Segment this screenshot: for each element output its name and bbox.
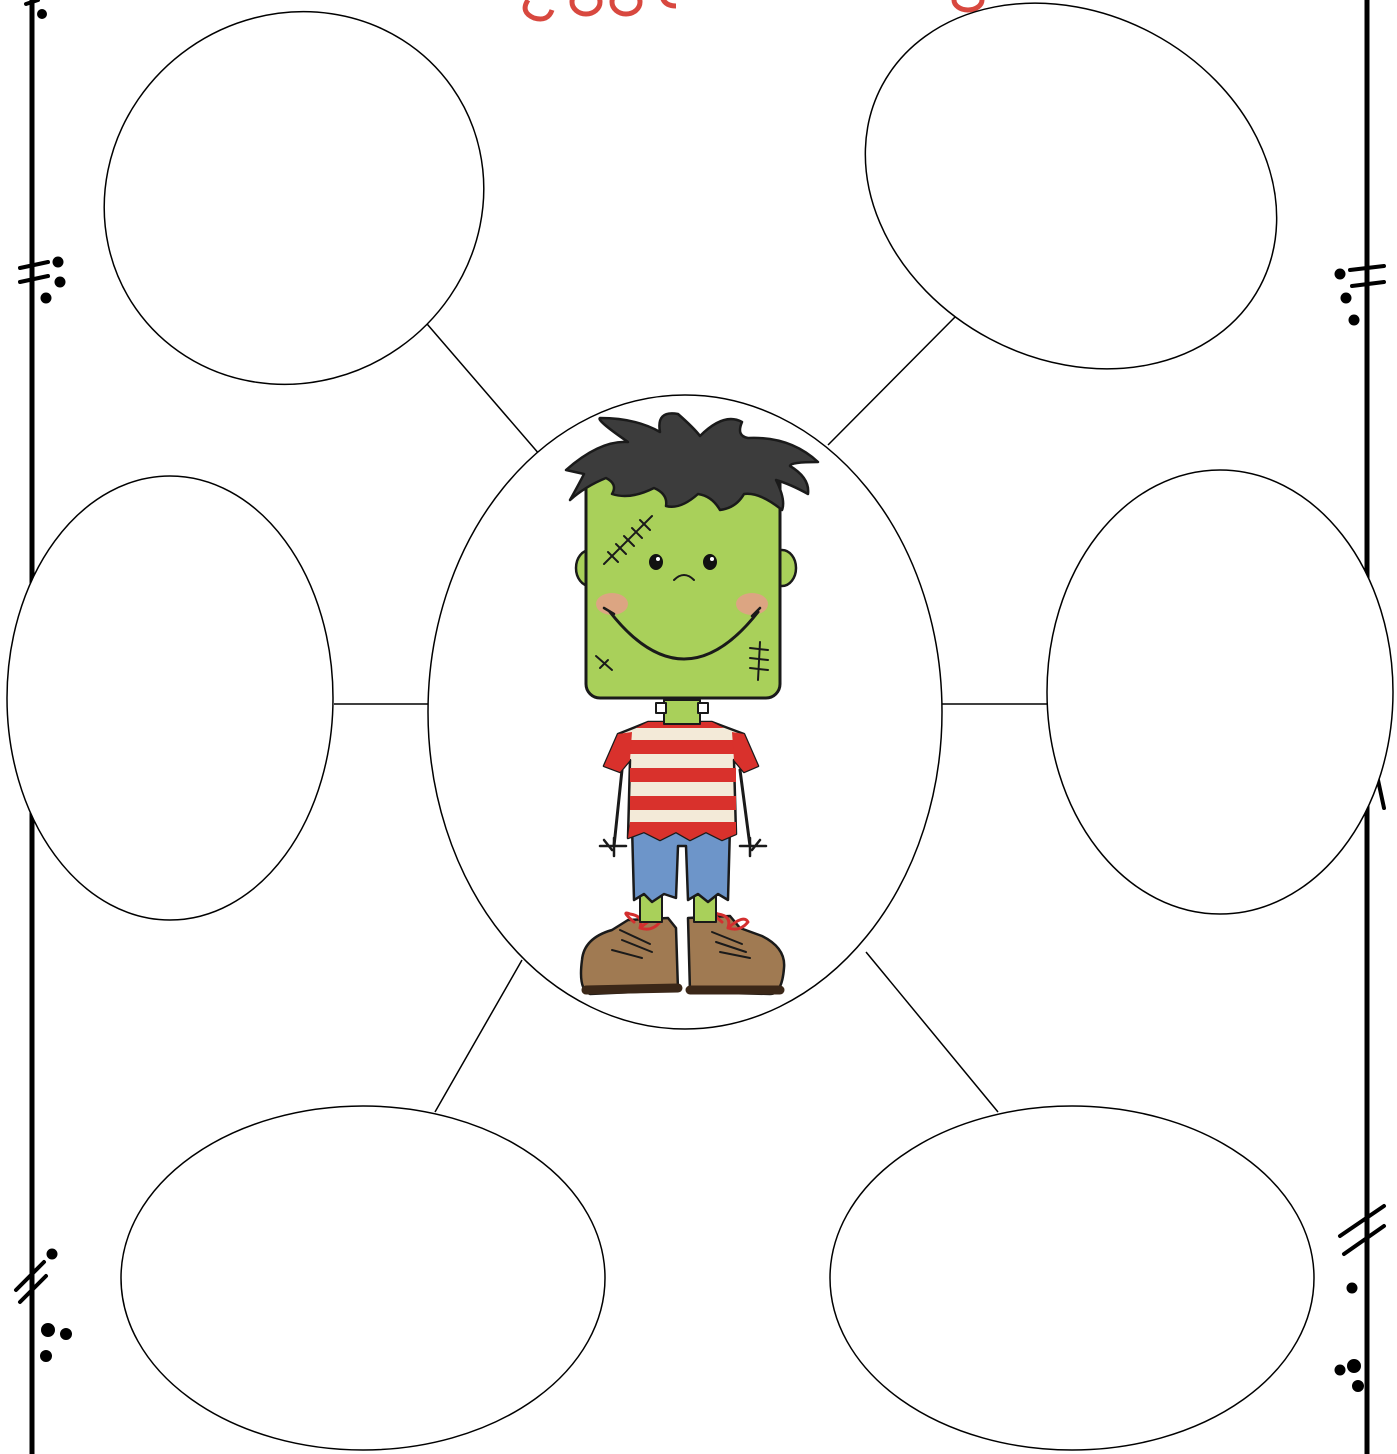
bubble-top-left[interactable]	[31, 0, 557, 459]
bubble-middle-left[interactable]	[7, 476, 333, 920]
connector-bottom-left	[435, 960, 522, 1112]
connector-top-right	[828, 310, 962, 445]
connector-bottom-right	[866, 952, 998, 1112]
connector-top-left	[415, 310, 540, 455]
worksheet-title-cropped	[525, 0, 982, 19]
bubble-top-right[interactable]	[801, 0, 1341, 439]
bubble-bottom-left[interactable]	[121, 1106, 605, 1450]
left-eye	[649, 554, 663, 570]
bubble-middle-right[interactable]	[1047, 470, 1393, 914]
bubble-bottom-right[interactable]	[830, 1106, 1314, 1450]
right-eye	[703, 554, 717, 570]
